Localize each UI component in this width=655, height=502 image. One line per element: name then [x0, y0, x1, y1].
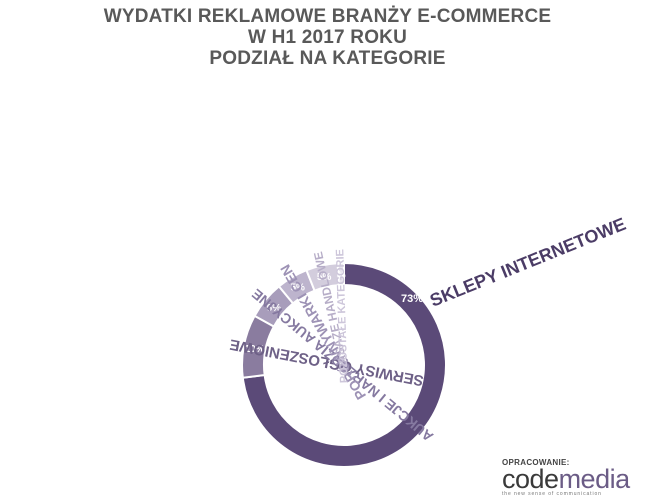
- slice-percent-label: %: [337, 270, 346, 281]
- chart-title: WYDATKI REKLAMOWE BRANŻY E-COMMERCE W H1…: [0, 6, 655, 69]
- logo-part-code: code: [502, 464, 559, 494]
- slice-percent-label: 5%: [317, 272, 332, 283]
- percent-labels: 73% 10% 6% 5% 5%%: [245, 270, 424, 355]
- donut-slices: [241, 261, 447, 468]
- slice-percent-label: 10%: [245, 344, 265, 355]
- codemedia-logo: codemedia: [502, 464, 631, 494]
- chart-title-line-3: PODZIAŁ NA KATEGORIE: [209, 48, 446, 69]
- slice-category-label: POZOSTAŁE KATEGORIE: [334, 249, 350, 383]
- slice-percent-label: 5%: [290, 283, 305, 294]
- credit-block: OPRACOWANIE: codemedia the new sense of …: [502, 458, 630, 497]
- chart-title-line-2: W H1 2017 ROKU: [247, 27, 408, 48]
- credit-label: OPRACOWANIE:: [502, 458, 570, 467]
- credit-tagline: the new sense of communication: [502, 491, 602, 497]
- slice-percent-label: 6%: [267, 303, 282, 314]
- donut-slice: [241, 261, 447, 468]
- slice-percent-label: 73%: [401, 293, 423, 305]
- donut-slice: [336, 261, 345, 287]
- chart-title-line-1: WYDATKI REKLAMOWE BRANŻY E-COMMERCE: [103, 6, 552, 27]
- slice-category-label: SKLEPY INTERNETOWE: [427, 214, 629, 311]
- logo-part-media: media: [558, 464, 631, 494]
